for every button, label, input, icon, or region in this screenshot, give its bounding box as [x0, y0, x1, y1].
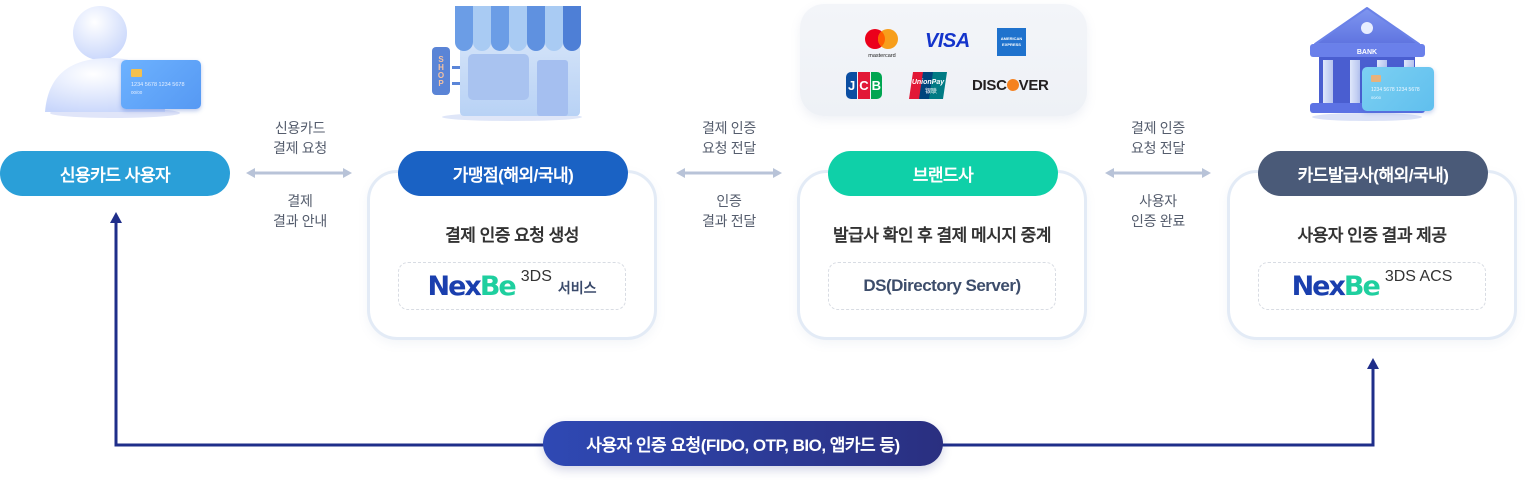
actor-brand-pill: 브랜드사: [828, 151, 1058, 196]
merchant-product-box: NexBe 3DS 서비스: [398, 262, 626, 310]
auth-connector-line: [114, 222, 1375, 447]
nexbe-logo: NexBe: [427, 270, 517, 302]
bank-sign: BANK: [1357, 49, 1377, 56]
svg-text:mastercard: mastercard: [868, 53, 896, 59]
card-number: 1234 5678 1234 5678: [1371, 87, 1420, 93]
actor-merchant-pill: 가맹점(해외/국내): [398, 151, 628, 196]
issuer-card: 사용자 인증 결과 제공 NexBe 3DS ACS: [1227, 170, 1517, 340]
flow-2-top-label: 결제 인증 요청 전달: [702, 120, 756, 156]
merchant-description: 결제 인증 요청 생성: [445, 226, 579, 245]
flow-3-top-label: 결제 인증 요청 전달: [1131, 120, 1185, 156]
flow-1-top-label: 신용카드 결제 요청: [273, 120, 327, 156]
actor-issuer-pill: 카드발급사(해외/국내): [1258, 151, 1488, 196]
flow-3-double-arrow-icon: [1105, 168, 1211, 178]
issuer-product-box: NexBe 3DS ACS: [1258, 262, 1486, 310]
product-suffix: 3DS ACS: [1384, 268, 1453, 285]
svg-text:银联: 银联: [925, 87, 937, 95]
visa-logo: VISA: [925, 30, 970, 52]
merchant-card: 결제 인증 요청 생성 NexBe 3DS 서비스: [367, 170, 657, 340]
flow-1-double-arrow-icon: [246, 168, 352, 178]
svg-text:UnionPay: UnionPay: [912, 79, 945, 86]
card-number: 1234 5678 1234 5678: [131, 82, 185, 88]
nexbe-logo: NexBe: [1291, 270, 1381, 302]
product-suffix-kr: 서비스: [557, 280, 597, 296]
flow-3-bottom-label: 사용자 인증 완료: [1131, 193, 1185, 229]
user-with-card-icon: 1234 5678 1234 5678 00/00: [40, 0, 210, 125]
card-expiry: 00/00: [131, 90, 143, 95]
bank-icon: BANK 1234 5678 1234 5678 00/00: [1305, 4, 1440, 122]
unionpay-logo: UnionPay 银联: [909, 72, 947, 99]
shop-sign: SHOP: [436, 55, 446, 87]
issuer-description: 사용자 인증 결과 제공: [1297, 226, 1447, 245]
shop-icon: SHOP: [432, 4, 592, 122]
mastercard-logo: mastercard: [862, 26, 902, 60]
flow-2-bottom-label: 인증 결과 전달: [702, 193, 756, 229]
arrow-up-to-user-icon: [110, 212, 122, 223]
actor-user-pill: 신용카드 사용자: [0, 151, 230, 196]
auth-request-pill: 사용자 인증 요청(FIDO, OTP, BIO, 앱카드 등): [543, 421, 943, 466]
brand-product-box: DS(Directory Server): [828, 262, 1056, 310]
flow-1-bottom-label: 결제 결과 안내: [273, 193, 327, 229]
flow-2-double-arrow-icon: [676, 168, 782, 178]
jcb-logo: J C B: [846, 72, 882, 99]
card-expiry: 00/00: [1371, 95, 1382, 100]
arrow-up-to-issuer-icon: [1367, 358, 1379, 369]
ds-label: DS(Directory Server): [863, 276, 1021, 295]
product-suffix: 3DS: [520, 268, 552, 285]
brand-description: 발급사 확인 후 결제 메시지 중계: [833, 226, 1051, 245]
